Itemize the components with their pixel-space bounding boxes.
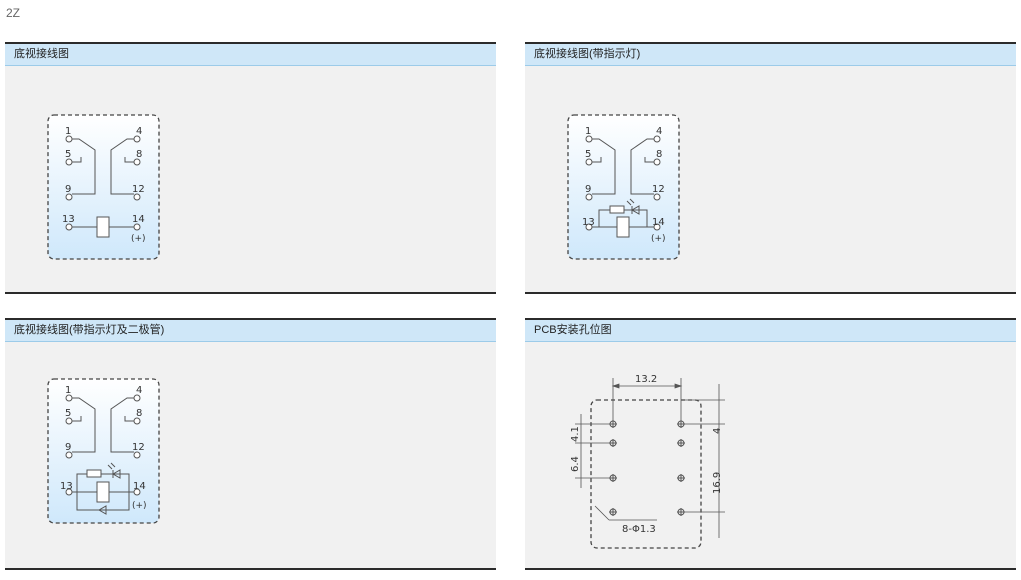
pin-5-label: 5: [65, 149, 71, 160]
contacts: [585, 135, 661, 238]
pin-4-label: 4: [136, 126, 142, 137]
panel-bottom-wiring: 底视接线图 1 4 5 8 9 12 13 14: [5, 42, 496, 294]
relay-outline: [47, 378, 160, 524]
pin-8-label: 8: [136, 149, 142, 160]
pin-8-label: 8: [656, 149, 662, 160]
panel-title: 底视接线图: [5, 44, 496, 66]
relay-outline: [590, 399, 702, 549]
pin-5-label: 5: [65, 408, 71, 419]
hole-spec-label: 8-Φ1.3: [622, 524, 656, 535]
pin-13-label: 13: [62, 214, 75, 225]
pin-12-label: 12: [132, 184, 145, 195]
pin-4-label: 4: [656, 126, 662, 137]
hole: [677, 439, 685, 447]
hole: [677, 508, 685, 516]
wiring-diagram: 1 4 5 8 9 12 13 14 (+): [47, 378, 160, 524]
dim-right-1-label: 4: [712, 428, 723, 434]
panel-bottom-wiring-indicator: 底视接线图(带指示灯) 1 4 5 8: [525, 42, 1016, 294]
pin-14-label: 14: [133, 481, 146, 492]
dim-top-label: 13.2: [635, 374, 657, 385]
pcb-hole-diagram: 13.2 4 16.9 4.1 6.4 8-Φ1.3: [570, 374, 725, 549]
pin-8-label: 8: [136, 408, 142, 419]
pin-5-label: 5: [585, 149, 591, 160]
hole: [609, 508, 617, 516]
pin-13-label: 13: [582, 217, 595, 228]
relay-outline: [47, 114, 160, 260]
hole: [677, 474, 685, 482]
panel-title: 底视接线图(带指示灯及二极管): [5, 320, 496, 342]
contacts: [65, 394, 141, 515]
pin-9-label: 9: [585, 184, 591, 195]
pin-13-label: 13: [60, 481, 73, 492]
pin-14-label: 14: [652, 217, 665, 228]
hole: [609, 439, 617, 447]
pin-1-label: 1: [585, 126, 591, 137]
panel-title: PCB安装孔位图: [525, 320, 1016, 342]
dim-right-2-label: 16.9: [712, 472, 723, 494]
pin-9-label: 9: [65, 184, 71, 195]
contacts: [65, 135, 141, 238]
wiring-diagram: 1 4 5 8 9 12 13 14 (+): [47, 114, 160, 260]
panel-title: 底视接线图(带指示灯): [525, 44, 1016, 66]
page-title: 2Z: [6, 6, 21, 20]
pin-12-label: 12: [132, 442, 145, 453]
pin-1-label: 1: [65, 126, 71, 137]
panel-pcb-layout: PCB安装孔位图 13.2 4 16.9 4.1 6.4 8-Φ1.3: [525, 318, 1016, 570]
hole: [609, 420, 617, 428]
holes: [609, 420, 685, 516]
hole: [609, 474, 617, 482]
hole: [677, 420, 685, 428]
polarity-label: (+): [651, 234, 666, 244]
pin-12-label: 12: [652, 184, 665, 195]
polarity-label: (+): [131, 234, 146, 244]
panel-bottom-wiring-indicator-diode: 底视接线图(带指示灯及二极管) 1 4: [5, 318, 496, 570]
dimension-lines: [575, 378, 725, 538]
dim-left-2-label: 6.4: [570, 456, 581, 472]
pin-9-label: 9: [65, 442, 71, 453]
relay-outline: [567, 114, 680, 260]
pin-14-label: 14: [132, 214, 145, 225]
dim-left-1-label: 4.1: [570, 426, 581, 442]
polarity-label: (+): [132, 501, 147, 511]
wiring-diagram: 1 4 5 8 9 12 13 14 (+): [567, 114, 680, 260]
pin-1-label: 1: [65, 385, 71, 396]
pin-4-label: 4: [136, 385, 142, 396]
